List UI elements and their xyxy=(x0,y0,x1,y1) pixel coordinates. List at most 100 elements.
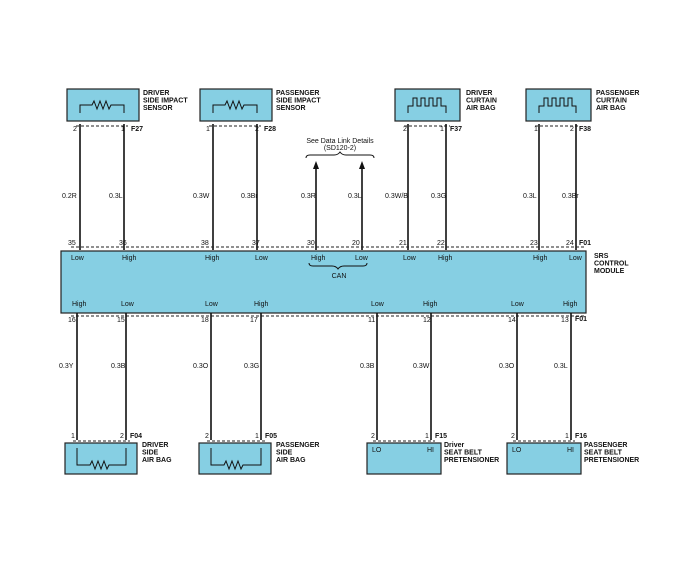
connector-label: F05 xyxy=(265,433,277,440)
wire-color-label: 0.3W xyxy=(193,193,210,200)
pin-label: 1 xyxy=(440,126,444,133)
data-link-note: See Data Link Details xyxy=(306,138,374,145)
pin-label: 2 xyxy=(511,433,515,440)
pin-label: 1 xyxy=(206,126,210,133)
pin-label: 2 xyxy=(371,433,375,440)
pin-label: 37 xyxy=(252,240,260,247)
wire-color-label: 0.3O xyxy=(193,363,209,370)
pin-function-label: Low xyxy=(205,301,219,308)
pin-label: 15 xyxy=(117,317,125,324)
pin-label: 30 xyxy=(307,240,315,247)
component-box xyxy=(506,442,582,475)
pin-function-label: High xyxy=(72,301,87,308)
hi-terminal-label: HI xyxy=(567,447,574,454)
pin-function-label: Low xyxy=(371,301,385,308)
connector-label: F15 xyxy=(435,433,447,440)
pin-label: 1 xyxy=(565,433,569,440)
upper-wires xyxy=(79,124,577,250)
pin-label: 14 xyxy=(508,317,516,324)
module-box xyxy=(60,250,587,314)
component-box xyxy=(525,88,592,122)
pin-label: 16 xyxy=(68,317,76,324)
pin-function-label: High xyxy=(533,255,548,262)
pin-label: 1 xyxy=(121,126,125,133)
pin-label: 2 xyxy=(403,126,407,133)
wire-color-label: 0.3Br xyxy=(241,193,258,200)
pin-function-label: Low xyxy=(511,301,525,308)
connector-label: F38 xyxy=(579,126,591,133)
lo-terminal-label: LO xyxy=(372,447,382,454)
data-link-brace xyxy=(305,151,375,159)
component-box xyxy=(394,88,461,122)
pin-function-label: Low xyxy=(569,255,583,262)
data-link-arrow xyxy=(359,161,365,169)
pin-label: 2 xyxy=(73,126,77,133)
airbag-resistor-symbol xyxy=(76,448,127,471)
pin-label: 11 xyxy=(368,317,375,324)
pin-label: 36 xyxy=(119,240,127,247)
lo-terminal-label: LO xyxy=(512,447,522,454)
pin-label: 2 xyxy=(120,433,124,440)
pin-label: 2 xyxy=(205,433,209,440)
pin-function-label: High xyxy=(254,301,269,308)
pin-label: 12 xyxy=(423,317,431,324)
pin-function-label: Low xyxy=(255,255,269,262)
lower-wires xyxy=(76,313,572,440)
pin-label: 1 xyxy=(425,433,429,440)
connector-label: F37 xyxy=(450,126,462,133)
pin-function-label: Low xyxy=(355,255,369,262)
component-box xyxy=(199,88,273,122)
pin-function-label: High xyxy=(205,255,220,262)
can-brace xyxy=(308,262,368,270)
pin-function-label: High xyxy=(311,255,326,262)
pin-label: 24 xyxy=(566,240,574,247)
pin-label: 20 xyxy=(352,240,360,247)
pin-label: 13 xyxy=(561,317,569,324)
pin-label: 1 xyxy=(71,433,75,440)
module-top-connector-label: F01 xyxy=(579,240,591,247)
pin-label: 38 xyxy=(201,240,209,247)
pin-label: 23 xyxy=(530,240,538,247)
connector-label: F16 xyxy=(575,433,587,440)
pin-label: 21 xyxy=(399,240,407,247)
component-box xyxy=(366,442,442,475)
pin-label: 1 xyxy=(255,433,259,440)
component-box xyxy=(66,88,140,122)
wire-color-label: 0.3L xyxy=(554,363,568,370)
wire-color-label: 0.3W/B xyxy=(385,193,408,200)
airbag-resistor-symbol xyxy=(210,448,262,471)
wire-color-label: 0.3L xyxy=(523,193,537,200)
pin-label: 2 xyxy=(570,126,574,133)
airbag-squib-symbol xyxy=(538,97,577,113)
wire-color-label: 0.3G xyxy=(244,363,259,370)
wire-color-label: 0.3L xyxy=(109,193,123,200)
wire-color-label: 0.3B xyxy=(360,363,375,370)
wire-color-label: 0.3G xyxy=(431,193,446,200)
pin-function-label: High xyxy=(423,301,438,308)
pin-label: 35 xyxy=(68,240,76,247)
wire-color-label: 0.3R xyxy=(301,193,316,200)
wire-color-label: 0.3Y xyxy=(59,363,74,370)
connector-label: F04 xyxy=(130,433,142,440)
pin-function-label: High xyxy=(438,255,453,262)
wire-color-label: 0.3L xyxy=(348,193,362,200)
data-link-arrow xyxy=(313,161,319,169)
pin-label: 17 xyxy=(250,317,258,324)
module-bottom-connector-label: F01 xyxy=(575,316,587,323)
sensor-resistor-symbol xyxy=(212,99,258,113)
wire-color-label: 0.3Br xyxy=(562,193,579,200)
pin-function-label: Low xyxy=(121,301,135,308)
